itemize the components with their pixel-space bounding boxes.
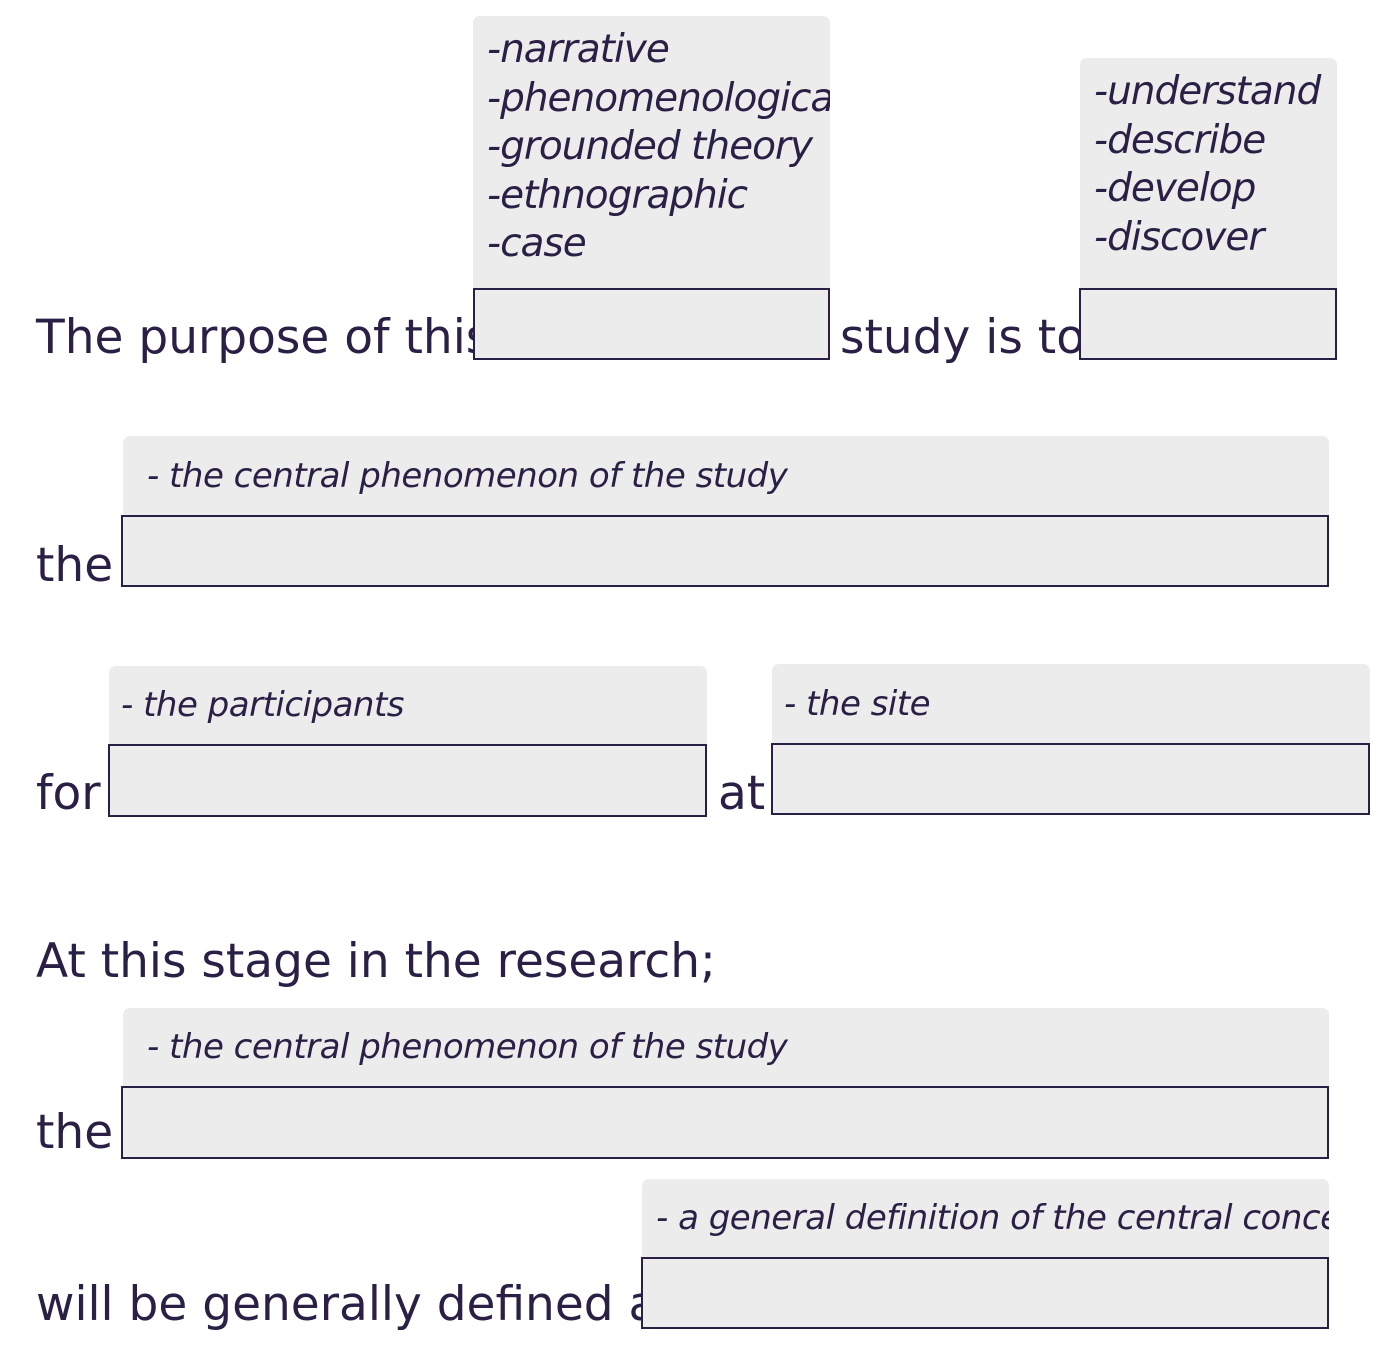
approach-hint-ethnographic: -ethnographic [487, 172, 748, 218]
approach-hint-narrative: -narrative [487, 27, 670, 72]
for-label: for [36, 766, 101, 821]
definition-label: will be generally defined as [36, 1277, 682, 1332]
purpose-label: The purpose of this [36, 310, 491, 365]
stage-phenomenon-hint-box: - the central phenomenon of the study [123, 1008, 1329, 1086]
approach-hint-phenomenological: -phenomenological [487, 75, 830, 121]
stage-phenomenon-input[interactable] [121, 1086, 1329, 1159]
participants-input[interactable] [108, 744, 707, 817]
verb-input[interactable] [1079, 288, 1337, 360]
approach-hint-case: -case [487, 221, 587, 266]
study-is-to-label: study is to [840, 310, 1085, 365]
approach-input[interactable] [473, 288, 830, 360]
verb-hint-describe: -describe [1094, 117, 1266, 163]
verb-hint-develop: -develop [1094, 166, 1256, 211]
participants-hint-box: - the participants [109, 666, 707, 744]
participants-hint: - the participants [121, 685, 405, 725]
phenomenon-hint-box: - the central phenomenon of the study [123, 436, 1329, 515]
phenomenon-input[interactable] [121, 515, 1329, 587]
the-label: the [36, 538, 114, 593]
definition-hint: - a general definition of the central co… [656, 1198, 1329, 1238]
definition-hint-box: - a general definition of the central co… [642, 1179, 1329, 1257]
site-hint: - the site [784, 683, 931, 724]
site-hint-box: - the site [772, 664, 1370, 743]
at-label: at [718, 766, 766, 821]
stage-phenomenon-hint: - the central phenomenon of the study [147, 1027, 788, 1067]
approach-hint-grounded-theory: -grounded theory [487, 124, 813, 169]
phenomenon-hint: - the central phenomenon of the study [147, 455, 788, 496]
stage-the-label: the [36, 1105, 114, 1160]
verb-hint-understand: -understand [1094, 69, 1321, 114]
stage-heading: At this stage in the research; [36, 934, 716, 989]
definition-input[interactable] [641, 1257, 1329, 1329]
verb-hint-discover: -discover [1094, 214, 1264, 260]
site-input[interactable] [771, 743, 1370, 815]
approach-hint-box: -narrative -phenomenological -grounded t… [473, 16, 830, 288]
verb-hint-box: -understand -describe -develop -discover [1080, 58, 1337, 288]
